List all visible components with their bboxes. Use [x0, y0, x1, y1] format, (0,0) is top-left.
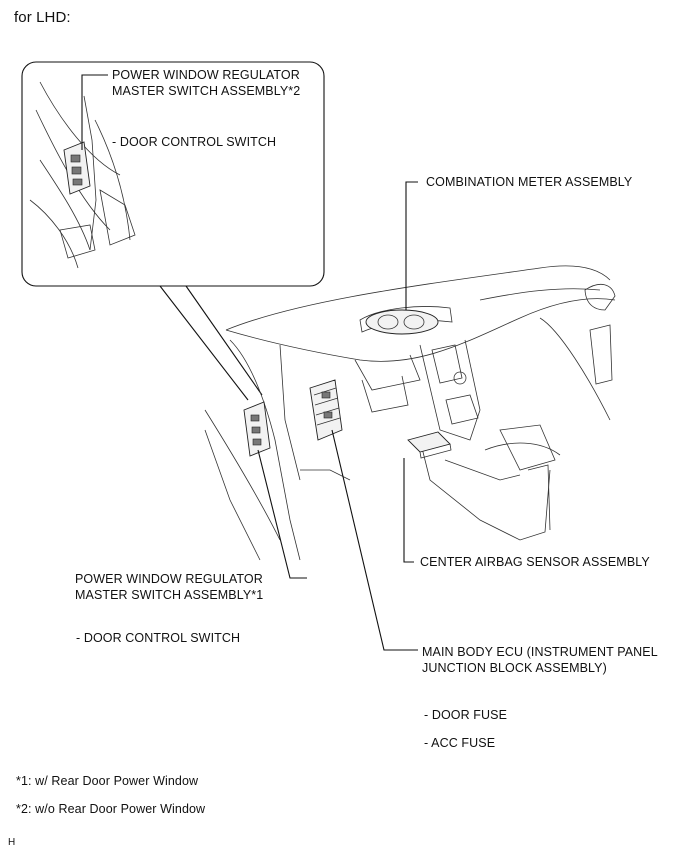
inset-master-switch: [63, 141, 91, 195]
leader-master-switch-1: [257, 449, 307, 579]
label-door-control-switch-2: - DOOR CONTROL SWITCH: [112, 135, 277, 149]
combination-meter: [365, 309, 439, 335]
label-main-body-ecu-line2: JUNCTION BLOCK ASSEMBLY): [422, 661, 607, 675]
door-master-switch-1: [243, 401, 271, 457]
label-main-body-ecu-line1: MAIN BODY ECU (INSTRUMENT PANEL: [422, 645, 658, 659]
label-power-window-master-2-line2: MASTER SWITCH ASSEMBLY*2: [112, 84, 301, 98]
label-power-window-master-1: POWER WINDOW REGULATOR MASTER SWITCH ASS…: [75, 571, 263, 603]
main-body-ecu: [309, 379, 343, 441]
label-center-airbag-sensor: CENTER AIRBAG SENSOR ASSEMBLY: [420, 555, 650, 569]
dashboard-outline: [204, 265, 616, 561]
leader-master-switch-2: [81, 74, 108, 150]
label-door-control-switch-1: - DOOR CONTROL SWITCH: [76, 631, 241, 645]
label-power-window-master-2: POWER WINDOW REGULATOR MASTER SWITCH ASS…: [112, 67, 300, 99]
zoom-line-right: [185, 285, 263, 396]
footnote-1: *1: w/ Rear Door Power Window: [16, 774, 199, 788]
label-combination-meter: COMBINATION METER ASSEMBLY: [426, 175, 633, 189]
figure-code: H: [8, 837, 16, 848]
label-main-body-ecu: MAIN BODY ECU (INSTRUMENT PANEL JUNCTION…: [422, 644, 658, 676]
footnote-2: *2: w/o Rear Door Power Window: [16, 802, 206, 816]
zoom-line-left: [159, 285, 249, 401]
leader-center-airbag: [403, 458, 414, 563]
label-door-fuse: - DOOR FUSE: [424, 708, 508, 722]
label-power-window-master-2-line1: POWER WINDOW REGULATOR: [112, 68, 300, 82]
label-power-window-master-1-line2: MASTER SWITCH ASSEMBLY*1: [75, 588, 264, 602]
center-airbag-sensor: [407, 431, 452, 459]
label-power-window-master-1-line1: POWER WINDOW REGULATOR: [75, 572, 263, 586]
leader-combination-meter: [405, 181, 418, 310]
label-acc-fuse: - ACC FUSE: [424, 736, 496, 750]
leader-main-body-ecu: [331, 429, 418, 651]
page-heading: for LHD:: [14, 9, 71, 26]
inset-detail-box: [21, 61, 325, 287]
